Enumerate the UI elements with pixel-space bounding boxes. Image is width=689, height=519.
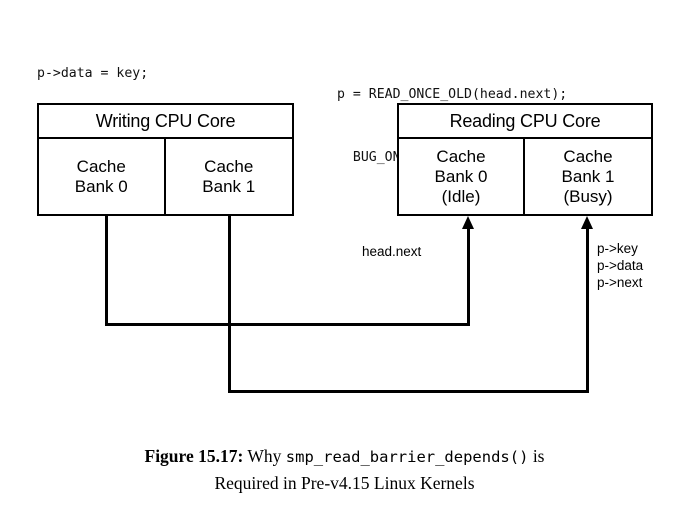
figure-number: Figure 15.17: (144, 446, 244, 466)
caption-text-after: is (528, 446, 545, 466)
wire-writer-bank0-horizontal (105, 323, 470, 326)
bank-name-line1: Cache (436, 146, 486, 166)
arrow-head-into-reading-bank0-icon (462, 216, 474, 229)
wire-label-p-fields: p->key p->data p->next (597, 241, 644, 290)
figure-caption-line2: Required in Pre-v4.15 Linux Kernels (214, 473, 475, 493)
writing-cache-bank-0: Cache Bank 0 (39, 139, 166, 214)
figure-caption-line1: Figure 15.17: Why smp_read_barrier_depen… (0, 443, 689, 470)
bank-state: (Busy) (563, 186, 613, 206)
writing-cpu-core-box: Writing CPU Core Cache Bank 0 Cache Bank… (37, 103, 294, 216)
bank-name-line2: Bank 0 (434, 166, 488, 186)
wire-head-next-riser (467, 229, 470, 324)
reading-cache-bank-1: Cache Bank 1 (Busy) (525, 139, 651, 214)
reader-code-line: p = READ_ONCE_OLD(head.next); (337, 87, 568, 102)
wire-writer-bank0-stub (105, 216, 108, 326)
bank-name-line1: Cache (563, 146, 613, 166)
bank-name-line2: Bank 1 (202, 176, 256, 196)
arrow-head-into-reading-bank1-icon (581, 216, 593, 229)
reading-cpu-core-title: Reading CPU Core (399, 105, 651, 139)
bank-name-line2: Bank 0 (74, 176, 128, 196)
caption-function-name: smp_read_barrier_depends() (285, 448, 529, 466)
wire-writer-bank1-stub (228, 216, 231, 392)
bank-name-line1: Cache (204, 156, 254, 176)
wire-label-head-next: head.next (362, 244, 422, 259)
figure-caption: Figure 15.17: Why smp_read_barrier_depen… (0, 443, 689, 496)
writing-cache-bank-1: Cache Bank 1 (166, 139, 293, 214)
wire-p-fields-riser (586, 229, 589, 391)
bank-name-line2: Bank 1 (561, 166, 615, 186)
writing-cpu-bank-row: Cache Bank 0 Cache Bank 1 (39, 139, 292, 214)
writer-code-line: p->data = key; (37, 66, 149, 81)
wire-writer-bank1-horizontal (228, 390, 589, 393)
reading-cpu-core-box: Reading CPU Core Cache Bank 0 (Idle) Cac… (397, 103, 653, 216)
reading-cpu-bank-row: Cache Bank 0 (Idle) Cache Bank 1 (Busy) (399, 139, 651, 214)
caption-text-before: Why (243, 446, 286, 466)
bank-state: (Idle) (441, 186, 481, 206)
writing-cpu-core-title: Writing CPU Core (39, 105, 292, 139)
reading-cache-bank-0: Cache Bank 0 (Idle) (399, 139, 525, 214)
bank-name-line1: Cache (76, 156, 126, 176)
